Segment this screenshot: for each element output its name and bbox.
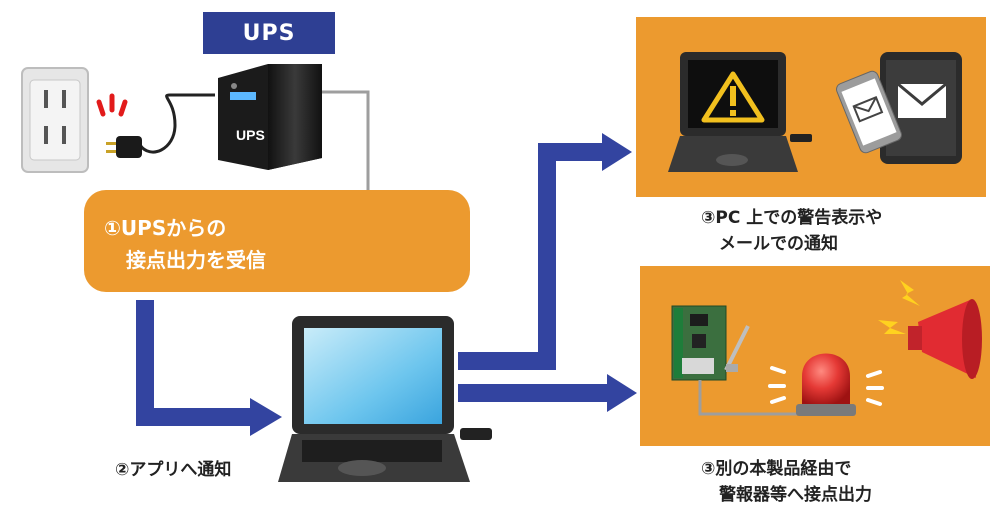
laptop-icon [278, 316, 492, 482]
io-board-2-icon [671, 305, 750, 381]
wall-outlet-icon [21, 67, 89, 173]
power-plug-icon [106, 93, 215, 158]
flow-arrow-step2 [136, 300, 282, 436]
step3b-line1: ③別の本製品経由で [701, 459, 852, 479]
alarm-signal-wire [698, 380, 800, 416]
warning-lamp-icon [768, 353, 884, 416]
flow-arrow-to-pc [458, 133, 632, 370]
flow-arrow-to-alarm [458, 374, 637, 412]
warning-laptop-icon [668, 52, 812, 172]
step3a-line2: メールでの通知 [719, 234, 838, 254]
step1-line2: 接点出力を受信 [126, 248, 266, 272]
ups-title-label: UPS [203, 12, 335, 54]
step1-line1: ①UPSからの [104, 216, 227, 240]
step1-text: ①UPSからの 接点出力を受信 [104, 212, 266, 276]
step3a-caption: ③PC 上での警告表示や メールでの通知 [701, 205, 882, 257]
smartphone-mail-icon [836, 70, 902, 154]
speaker-horn-icon [908, 299, 982, 379]
ups-signal-wire [322, 90, 370, 200]
ups-unit-icon [218, 64, 322, 170]
lightning-icon [878, 280, 920, 334]
step2-caption: ②アプリへ通知 [115, 460, 232, 480]
step3b-caption: ③別の本製品経由で 警報器等へ接点出力 [701, 456, 872, 508]
ups-body-label: UPS [236, 127, 265, 143]
tablet-mail-icon [880, 52, 962, 164]
power-loss-spark-icon [96, 93, 128, 117]
step3a-line1: ③PC 上での警告表示や [701, 208, 883, 228]
step3b-line2: 警報器等へ接点出力 [719, 485, 872, 505]
step1-box: ①UPSからの 接点出力を受信 [84, 190, 470, 292]
